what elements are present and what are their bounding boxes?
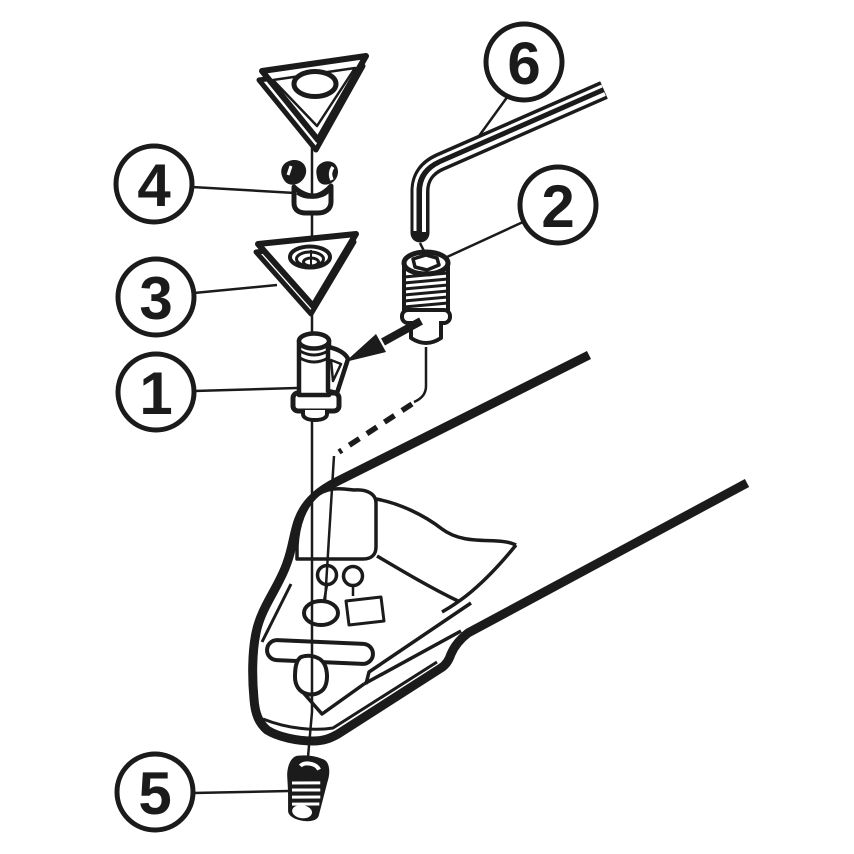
hex-key-facet-highlight-1	[413, 84, 603, 231]
holder-bottom-inner-line	[262, 660, 438, 731]
clamp-screw	[400, 249, 452, 345]
pin-base-boss	[301, 410, 329, 422]
holder-beak-underline	[376, 554, 459, 603]
callout-6: 6	[483, 21, 565, 103]
callout-1-number: 1	[139, 360, 172, 427]
holder-face-line-1	[364, 601, 472, 685]
clamp-wing-left	[281, 159, 307, 185]
callout-5-circle	[114, 751, 196, 833]
callout-2-leader	[446, 220, 524, 259]
callout-6-number: 6	[507, 30, 540, 97]
callout-5-leader	[192, 789, 290, 795]
callout-2: 2	[517, 164, 599, 246]
holder-beak-upper	[375, 497, 517, 547]
callout-4-leader	[191, 185, 296, 195]
callout-1-circle	[115, 351, 197, 433]
holder-hole-right	[341, 564, 365, 588]
holder-beak-lower	[441, 543, 518, 614]
top-clamp	[281, 159, 339, 216]
clamp-wing-right-notch	[328, 165, 335, 181]
callout-3: 3	[115, 256, 197, 338]
cutting-insert	[256, 53, 369, 153]
callout-leaders	[191, 95, 524, 795]
holder-chamfer-line	[260, 583, 293, 643]
callout-2-circle	[517, 164, 599, 246]
callout-5-number: 5	[138, 760, 171, 827]
screw-hex-socket	[411, 253, 441, 272]
shim-top-face	[255, 231, 359, 309]
pin-ring-1	[299, 349, 329, 357]
holder-hump	[295, 487, 378, 561]
hex-key-to-screw-line	[418, 242, 427, 254]
dashed-guide-line	[337, 401, 414, 455]
motion-arrow	[345, 317, 423, 362]
callout-3-number: 3	[139, 265, 172, 332]
set-screw-tip-face	[292, 805, 313, 819]
callout-5: 5	[114, 751, 196, 833]
callout-3-circle	[115, 256, 197, 338]
callout-4-circle	[113, 143, 195, 225]
holder-face-line-2	[363, 629, 462, 686]
clamp-cup	[291, 183, 334, 216]
clamp-cup-rim	[296, 190, 330, 199]
holder-pocket-v	[298, 682, 366, 716]
callout-1-leader	[193, 386, 298, 393]
hex-key-facet-highlight-2	[422, 92, 606, 232]
pin-hook-notch	[329, 358, 343, 383]
holder-outline	[248, 350, 750, 746]
callout-6-leader	[477, 95, 510, 137]
callout-6-circle	[483, 21, 565, 103]
insert-hole	[291, 69, 339, 99]
holder-lever-bore	[302, 599, 340, 627]
clamp-wing-right	[316, 161, 339, 185]
set-screw-threads	[291, 781, 321, 806]
callout-1: 1	[115, 351, 197, 433]
hex-key-band	[410, 81, 608, 233]
pin-top-face	[296, 331, 332, 351]
lever-pin	[290, 331, 351, 422]
shim-seat	[253, 231, 359, 317]
clamp-wing-left-slit	[286, 165, 293, 176]
callout-2-number: 2	[541, 173, 574, 240]
arrow-head	[345, 334, 386, 362]
callout-4: 4	[113, 143, 195, 225]
callout-balloons: 1 2 3 4 5 6	[113, 21, 599, 833]
set-screw	[287, 755, 330, 822]
screw-threads	[403, 271, 449, 309]
hex-key-end-cap	[410, 223, 430, 243]
callout-3-leader	[193, 283, 278, 295]
screw-axis-line-lower	[323, 455, 336, 603]
hex-key	[410, 81, 608, 254]
holder-side-facet	[344, 595, 386, 627]
screw-axis-line	[413, 347, 428, 404]
callout-4-number: 4	[137, 152, 171, 219]
arrow-shaft	[381, 317, 423, 346]
pin-ring-2	[299, 356, 329, 364]
set-screw-head-arc	[298, 761, 321, 771]
